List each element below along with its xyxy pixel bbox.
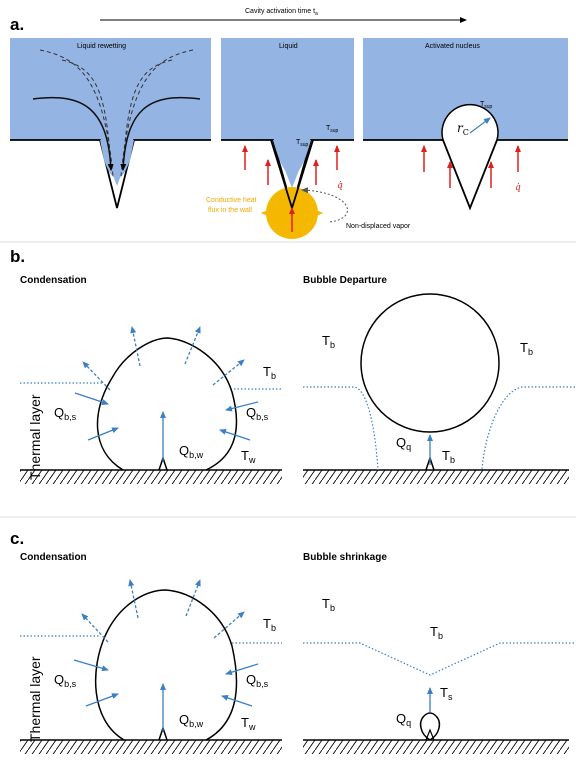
qbs-right-c: Qb,s <box>246 672 269 689</box>
non-displaced-label: Non-displaced vapor <box>346 223 411 230</box>
radius-label: rC <box>457 121 469 137</box>
ts-c: Ts <box>440 685 453 702</box>
panel-b: b. Condensation Bubble Departure Thermal… <box>10 247 575 484</box>
wall-hatch-c-right <box>303 740 569 754</box>
tb-b-r2: Tb <box>520 340 533 357</box>
meniscus-dashed-4 <box>122 59 173 169</box>
evap-arrow-c3 <box>81 613 109 643</box>
panel-a-label: a. <box>10 15 24 34</box>
cavity-wall-1 <box>10 139 211 209</box>
wall-hatch-b-left <box>20 470 282 484</box>
panel-c-label: c. <box>10 529 24 548</box>
cond-arrow-c1 <box>73 659 109 672</box>
box-activated-nucleus: Activated nucleus Tsup rC q̇ <box>363 38 568 211</box>
t-sup-2: Tsup <box>326 125 339 134</box>
tb-c-left: Tb <box>263 616 276 633</box>
panel-b-label: b. <box>10 247 25 266</box>
box1-title: Liquid rewetting <box>77 43 126 50</box>
thermal-layer-label-c: Thermal layer <box>27 656 43 742</box>
bubble-shrinkage-c: Tb Tb Qq Ts <box>303 596 575 754</box>
evap-arrow-b3 <box>82 361 111 391</box>
tb-c-r1: Tb <box>322 596 335 613</box>
tb-c-r2: Tb <box>430 624 443 641</box>
qq-c: Qq <box>396 711 411 728</box>
nucleus-fill <box>442 104 498 208</box>
cond-arrow-b3 <box>225 401 259 412</box>
box-liquid: Liquid Tsup Tsup Conductive heat flux in… <box>206 38 411 239</box>
evap-arrow-c2 <box>185 579 201 617</box>
box3-title: Activated nucleus <box>425 43 480 50</box>
cond-arrow-b2 <box>87 427 119 441</box>
qbw-c: Qb,w <box>179 712 204 729</box>
tb-b-r1: Tb <box>322 333 335 350</box>
panel-b-right-title: Bubble Departure <box>303 275 387 286</box>
radius-arrow <box>469 117 491 134</box>
panel-b-left-title: Condensation <box>20 275 87 286</box>
cond-arrow-b4 <box>219 429 251 441</box>
evap-arrow-c1 <box>128 579 139 619</box>
thermal-layer-b-right-left <box>303 386 379 471</box>
conductive-label-1: Conductive heat <box>206 197 257 204</box>
liquid-fill-cavity-2 <box>273 140 311 175</box>
cavity-wall-3 <box>363 139 568 211</box>
box2-title: Liquid <box>279 43 298 50</box>
cond-arrow-c2 <box>85 693 119 707</box>
meniscus-dashed-3 <box>61 59 112 169</box>
time-axis-label: Cavity activation time ta <box>245 8 318 17</box>
rewetting-arrow-left <box>32 96 114 171</box>
liquid-fill-cavity-1 <box>100 140 134 179</box>
conductive-label-2: flux in the wall <box>208 207 252 214</box>
panel-a: a. Cavity activation time ta Liquid rewe… <box>10 8 568 239</box>
condensation-c: Thermal layer Qb,s Qb,s Qb,w Tw Tb <box>20 579 282 754</box>
evap-arrow-b4 <box>212 359 245 386</box>
liquid-region-2 <box>221 38 354 188</box>
tb-b-left: Tb <box>263 364 276 381</box>
panel-c: c. Condensation Bubble shrinkage Thermal… <box>10 529 575 754</box>
thermal-layer-b-right-right <box>481 386 575 471</box>
bubble-c-left <box>94 589 238 741</box>
bubble-departure-b: Tb Tb Qq Tb <box>303 293 575 484</box>
vapor-pointer <box>301 187 348 223</box>
departing-bubble <box>360 293 500 433</box>
evap-arrow-b2 <box>184 326 201 365</box>
t-sup-3: Tsup <box>480 101 493 110</box>
thermal-layer-label-b: Thermal layer <box>27 394 43 480</box>
q-dot-2: q̇ <box>515 183 521 193</box>
qbs-right-b: Qb,s <box>246 405 269 422</box>
box-liquid-rewetting: Liquid rewetting <box>10 38 211 209</box>
t-sup-1: Tsup <box>296 139 309 148</box>
wall-hatch-c-left <box>20 740 282 754</box>
nucleus-cap <box>441 103 499 141</box>
q-dot-1: q̇ <box>337 181 343 191</box>
tw-b: Tw <box>241 448 256 465</box>
bubble-b-left <box>96 337 238 471</box>
tw-c: Tw <box>241 715 256 732</box>
cavity-c-right <box>425 728 435 741</box>
cond-arrow-b1 <box>74 392 109 405</box>
shrinking-bubble <box>419 712 441 741</box>
rewetting-arrow-right <box>120 96 201 171</box>
tb-b-r3: Tb <box>442 448 455 465</box>
panel-c-right-title: Bubble shrinkage <box>303 552 387 563</box>
liquid-region-1 <box>10 38 211 186</box>
evap-arrow-b1 <box>130 326 141 367</box>
qbs-left-c: Qb,s <box>54 672 77 689</box>
wall-hatch-b-right <box>303 470 569 484</box>
evap-arrow-c4 <box>213 611 245 639</box>
panel-c-left-title: Condensation <box>20 552 87 563</box>
cond-arrow-c3 <box>225 663 259 676</box>
qq-b: Qq <box>396 435 411 452</box>
condensation-b: Thermal layer Qb,s Qb,s Qb,w Tw Tb <box>20 326 282 484</box>
thermal-layer-c-right <box>303 642 575 676</box>
cond-arrow-c4 <box>221 695 253 707</box>
qbs-left-b: Qb,s <box>54 405 77 422</box>
qbw-b: Qb,w <box>179 443 204 460</box>
